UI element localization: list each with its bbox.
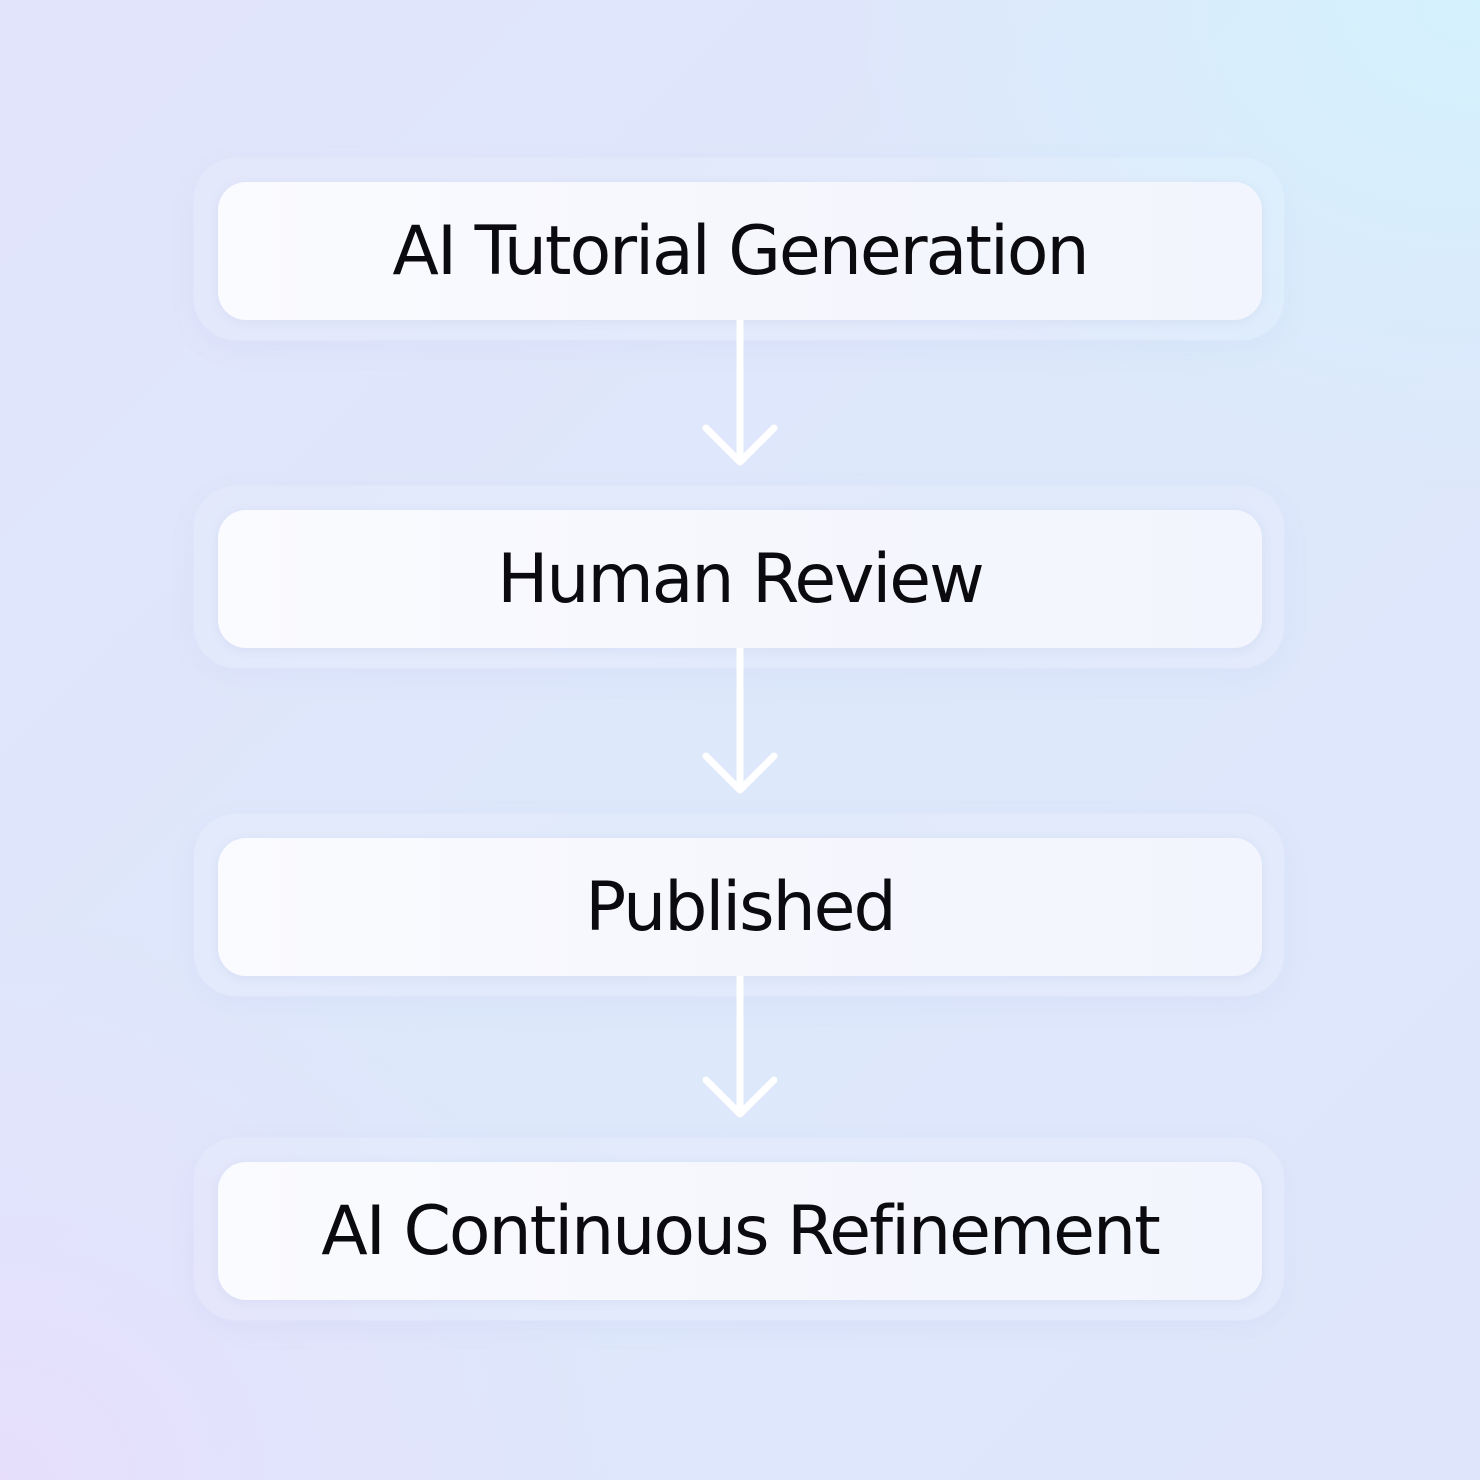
step-2-card: Human Review xyxy=(218,510,1262,648)
arrow-down-icon xyxy=(702,320,778,466)
connector-3 xyxy=(700,976,780,1120)
arrow-down-icon xyxy=(702,976,778,1118)
step-3-label: Published xyxy=(585,867,896,947)
step-4-label: AI Continuous Refinement xyxy=(321,1191,1160,1271)
step-1-label: AI Tutorial Generation xyxy=(392,211,1089,291)
step-1-card: AI Tutorial Generation xyxy=(218,182,1262,320)
connector-2 xyxy=(700,648,780,796)
step-3-card: Published xyxy=(218,838,1262,976)
step-2-label: Human Review xyxy=(497,539,984,619)
connector-1 xyxy=(700,320,780,468)
step-4-card: AI Continuous Refinement xyxy=(218,1162,1262,1300)
arrow-down-icon xyxy=(702,648,778,794)
